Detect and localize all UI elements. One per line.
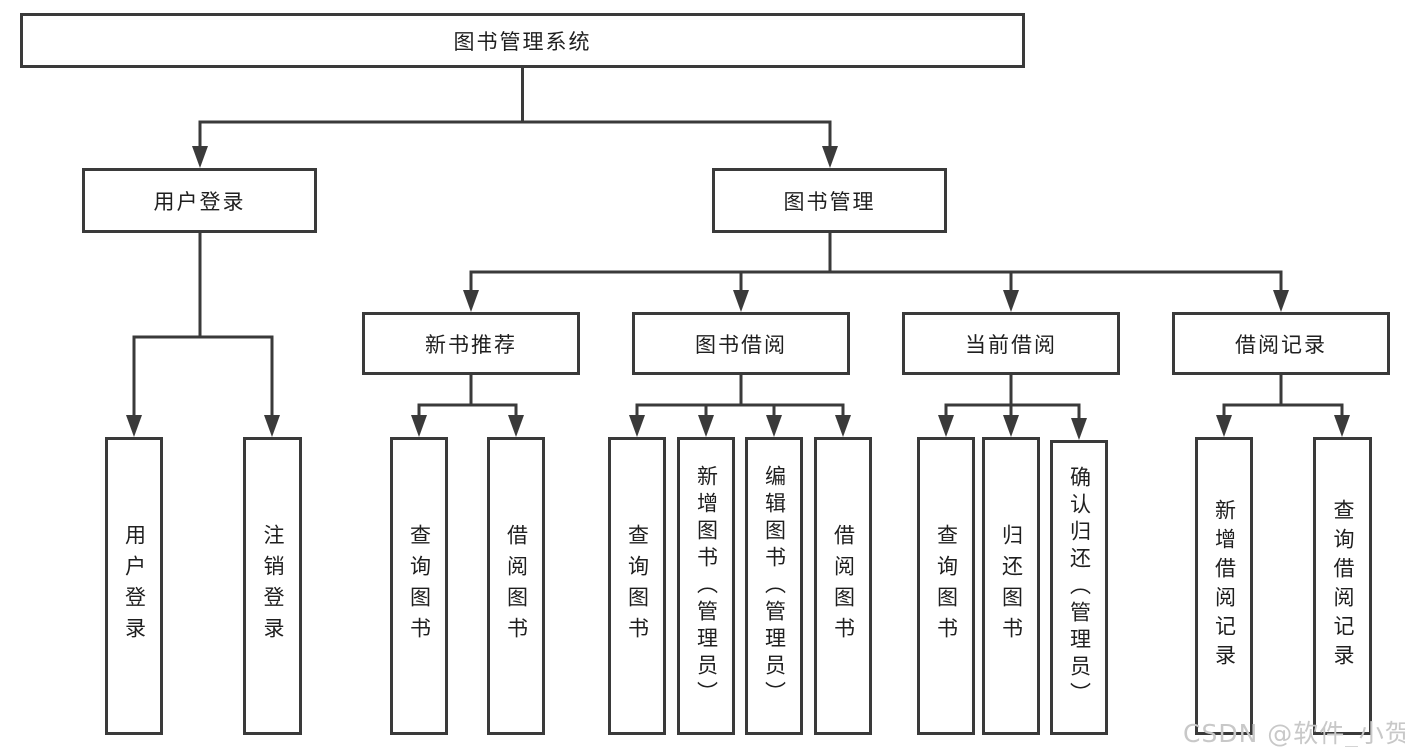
node-current-borrow: 当前借阅	[902, 312, 1120, 375]
leaf-borrow-books-recommend: 借阅图书	[487, 437, 545, 735]
node-user-login: 用户登录	[82, 168, 317, 233]
leaf-user-login: 用户登录	[105, 437, 163, 735]
node-book-borrow: 图书借阅	[632, 312, 850, 375]
leaf-logout: 注销登录	[243, 437, 302, 735]
leaf-return-book: 归还图书	[982, 437, 1040, 735]
leaf-query-borrow-record: 查询借阅记录	[1313, 437, 1372, 735]
node-borrow-records: 借阅记录	[1172, 312, 1390, 375]
leaf-add-book-admin: 新增图书（管理员）	[677, 437, 735, 735]
leaf-confirm-return-admin: 确认归还（管理员）	[1050, 440, 1108, 735]
leaf-borrow-books: 借阅图书	[814, 437, 872, 735]
csdn-watermark: CSDN @软件_小贺同学	[1183, 719, 1405, 747]
leaf-edit-book-admin: 编辑图书（管理员）	[745, 437, 803, 735]
leaf-query-books-recommend: 查询图书	[390, 437, 448, 735]
node-library-management-system: 图书管理系统	[20, 13, 1025, 68]
leaf-query-books-current: 查询图书	[917, 437, 975, 735]
leaf-add-borrow-record: 新增借阅记录	[1195, 437, 1253, 735]
node-new-book-recommend: 新书推荐	[362, 312, 580, 375]
leaf-query-books-borrow: 查询图书	[608, 437, 666, 735]
node-book-management: 图书管理	[712, 168, 947, 233]
